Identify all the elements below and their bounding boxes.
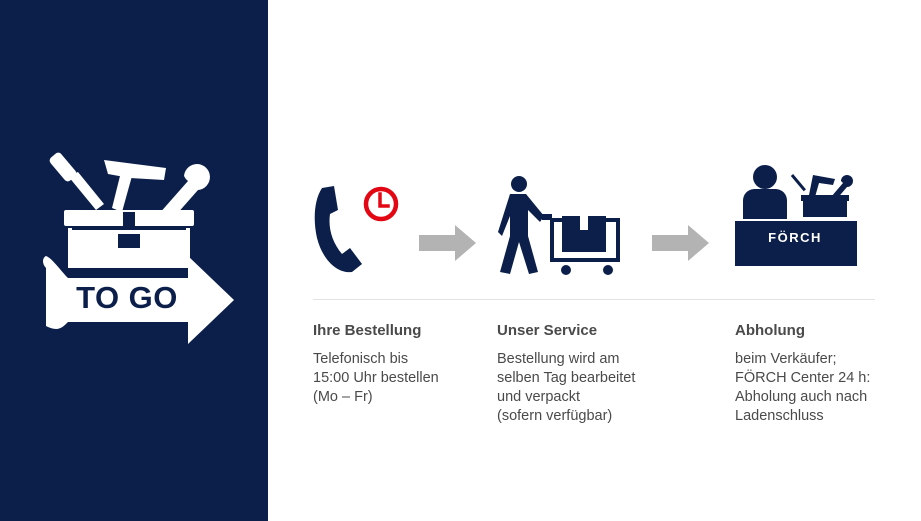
- step-desc-line: 15:00 Uhr bestellen: [313, 370, 439, 386]
- step-title-order: Ihre Bestellung: [313, 322, 422, 339]
- step-desc-line: und verpackt: [497, 389, 581, 405]
- counter-brand-label: FÖRCH: [768, 230, 822, 245]
- step-desc-line: Bestellung wird am: [497, 351, 620, 367]
- step-desc-line: Abholung auch nach: [735, 389, 868, 405]
- arrow-right-icon: [652, 225, 709, 261]
- to-go-logo: TO GO: [38, 146, 236, 348]
- step-desc-line: (sofern verfügbar): [497, 408, 613, 424]
- step-desc-order: Telefonisch bis 15:00 Uhr bestellen (Mo …: [313, 350, 439, 407]
- to-go-label: TO GO: [76, 280, 178, 315]
- step-title-service: Unser Service: [497, 322, 598, 339]
- worker-cart-icon: [498, 176, 622, 276]
- toolbox-icon: [43, 152, 234, 344]
- clock-icon: [363, 186, 399, 222]
- step-title-pickup: Abholung: [735, 322, 805, 339]
- step-desc-pickup: beim Verkäufer; FÖRCH Center 24 h: Abhol…: [735, 350, 870, 426]
- step-desc-line: Telefonisch bis: [313, 351, 409, 367]
- divider: [313, 299, 875, 300]
- step-desc-line: beim Verkäufer;: [735, 351, 837, 367]
- step-desc-line: FÖRCH Center 24 h:: [735, 370, 871, 386]
- phone-icon: [314, 184, 364, 274]
- pickup-counter-icon: [735, 163, 857, 266]
- step-desc-service: Bestellung wird am selben Tag bearbeitet…: [497, 350, 635, 426]
- arrow-right-icon: [419, 225, 476, 261]
- step-desc-line: selben Tag bearbeitet: [497, 370, 636, 386]
- left-panel: TO GO: [0, 0, 268, 521]
- step-desc-line: Ladenschluss: [735, 408, 824, 424]
- step-desc-line: (Mo – Fr): [313, 389, 373, 405]
